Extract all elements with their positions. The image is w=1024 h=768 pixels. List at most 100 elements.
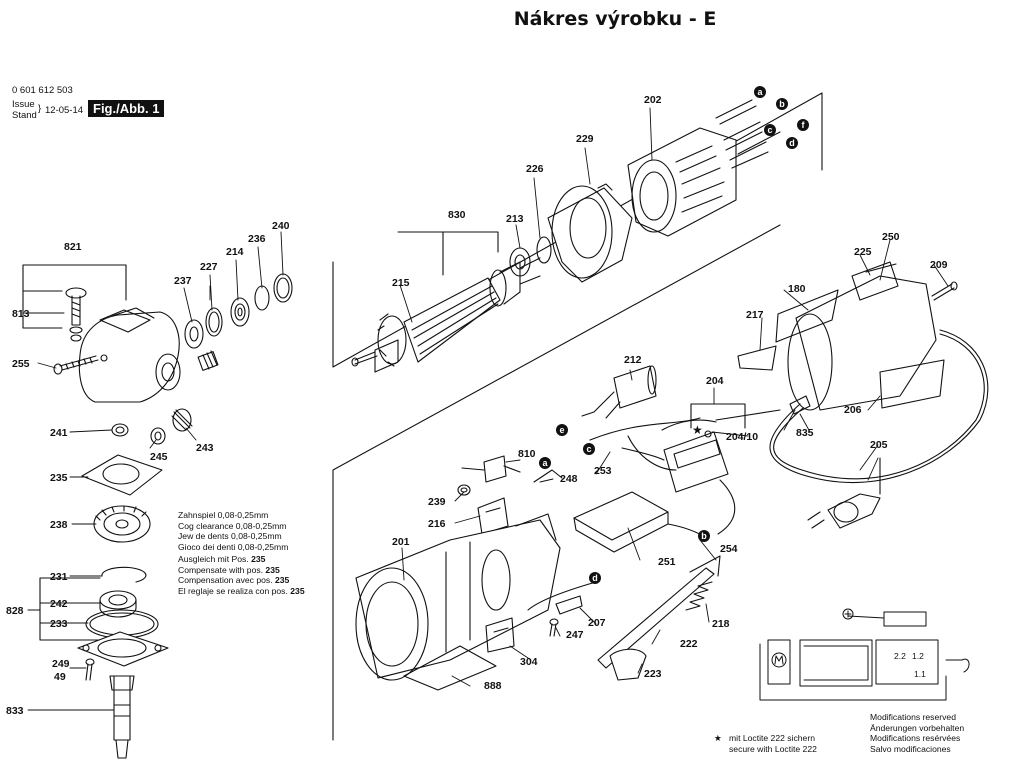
circlip-231 — [101, 566, 147, 583]
part-label: 250 — [882, 231, 900, 243]
note-line: Compensation avec pos. 235 — [178, 575, 305, 586]
screw-255 — [53, 355, 99, 375]
bearing-214 — [230, 297, 250, 327]
connector-letter: b — [701, 531, 707, 541]
part-label: 217 — [746, 309, 764, 321]
part-label: 227 — [200, 261, 218, 273]
part-label: 238 — [50, 519, 68, 531]
part-label: 237 — [174, 275, 192, 287]
needle-cage — [197, 350, 219, 371]
part-label: 207 — [588, 617, 606, 629]
slide-223 — [609, 648, 647, 681]
note-text: El reglaje se realiza con pos. — [178, 585, 291, 596]
part-label: 253 — [594, 465, 612, 477]
wiring-harness — [589, 409, 781, 535]
note-line: Jew de dents 0,08-0,25mm — [178, 531, 282, 542]
note-text: Ausgleich mit Pos. — [178, 554, 252, 564]
note-line: Zahnspiel 0,08-0,25mm — [178, 510, 269, 520]
wire-d — [527, 581, 597, 611]
note-line: Modifications resérvées — [870, 733, 961, 744]
brush-holder-216-bottom — [485, 617, 515, 653]
part-label: 204/10 — [726, 431, 758, 443]
label-209 — [879, 359, 945, 409]
clip-207 — [555, 595, 583, 615]
switch-rod-222 — [597, 555, 721, 669]
label-217 — [775, 289, 839, 343]
connector-letter: d — [592, 573, 598, 583]
part-label: 218 — [712, 618, 730, 630]
note-pos: 235 — [290, 585, 305, 596]
note-line: El reglaje se realiza con pos. 235 — [178, 586, 305, 597]
part-label: 214 — [226, 246, 244, 258]
spring-239 — [457, 484, 471, 496]
nut-245 — [150, 427, 166, 445]
part-label: 243 — [196, 442, 214, 454]
part-label: 49 — [54, 671, 66, 683]
connector-markers — [539, 86, 809, 584]
part-label: 248 — [560, 473, 578, 485]
capacitor-212 — [581, 365, 657, 419]
connector-letter: f — [802, 120, 806, 130]
ring-236 — [254, 285, 270, 311]
issue-label: Issue — [12, 99, 35, 110]
part-label: 206 — [844, 404, 862, 416]
part-label: 813 — [12, 308, 30, 320]
note-line: Compensate with pos. 235 — [178, 565, 305, 576]
note-line: Gioco dei denti 0,08-0,25mm — [178, 541, 289, 552]
ring-226 — [536, 236, 552, 264]
connector-letter: c — [586, 444, 591, 454]
note-line: Cog clearance 0,08-0,25mm — [178, 520, 287, 531]
note-line: Ausgleich mit Pos. 235 — [178, 554, 305, 565]
part-label: 242 — [50, 598, 68, 610]
wire-254 — [667, 523, 704, 537]
brush-holder-216-top — [477, 497, 509, 535]
note-pos: 235 — [251, 554, 266, 564]
screw-250 — [931, 281, 958, 301]
motor-housing-201 — [355, 513, 561, 681]
ring-227 — [205, 307, 223, 337]
stator-202 — [627, 127, 737, 237]
part-label: 833 — [6, 705, 24, 717]
bush-241 — [111, 423, 129, 437]
part-number: 0 601 612 503 — [12, 85, 73, 96]
part-label: 202 — [644, 94, 662, 106]
part-label: 225 — [854, 246, 872, 258]
gear-play-note: Zahnspiel 0,08-0,25mm Cog clearance 0,08… — [178, 510, 288, 552]
bracket-821 — [22, 264, 127, 329]
page-title: Nákres výrobku - E — [513, 8, 717, 30]
part-label: 304 — [520, 656, 538, 668]
part-label: 240 — [272, 220, 290, 232]
wiring-label: 1.1 — [914, 669, 926, 679]
motor-housing-180 — [787, 261, 937, 411]
bracket-204 — [690, 403, 746, 429]
plug-205 — [807, 493, 881, 529]
part-label: 810 — [518, 448, 536, 460]
part-label: 254 — [720, 543, 738, 555]
note-line: secure with Loctite 222 — [729, 743, 817, 754]
pinion-243 — [171, 408, 193, 432]
wiring-label: 1.2 — [912, 651, 924, 661]
wiring-diagram — [759, 608, 970, 701]
issue-date: 12-05-14 — [45, 105, 84, 116]
part-label: 239 — [428, 496, 446, 508]
wiring-label: 2.2 — [894, 651, 906, 661]
plate-888 — [403, 645, 497, 691]
connector-letter: b — [779, 99, 785, 109]
ring-240 — [273, 273, 293, 303]
bracket-830 — [397, 231, 499, 276]
part-label: 201 — [392, 536, 410, 548]
part-label: 247 — [566, 629, 584, 641]
gasket-235 — [81, 454, 163, 496]
star-icon: ★ — [692, 423, 703, 437]
screw-247 — [549, 618, 559, 637]
connector-letter: c — [767, 125, 772, 135]
part-label: 233 — [50, 618, 68, 630]
cable-sleeve-206 — [789, 395, 811, 415]
part-label: 249 — [52, 658, 70, 670]
part-label: 209 — [930, 259, 948, 271]
note-text: Compensate with pos. — [178, 564, 266, 575]
brushes-a-f — [715, 99, 781, 169]
fan-housing-229 — [547, 183, 633, 283]
part-label: 828 — [6, 605, 24, 617]
